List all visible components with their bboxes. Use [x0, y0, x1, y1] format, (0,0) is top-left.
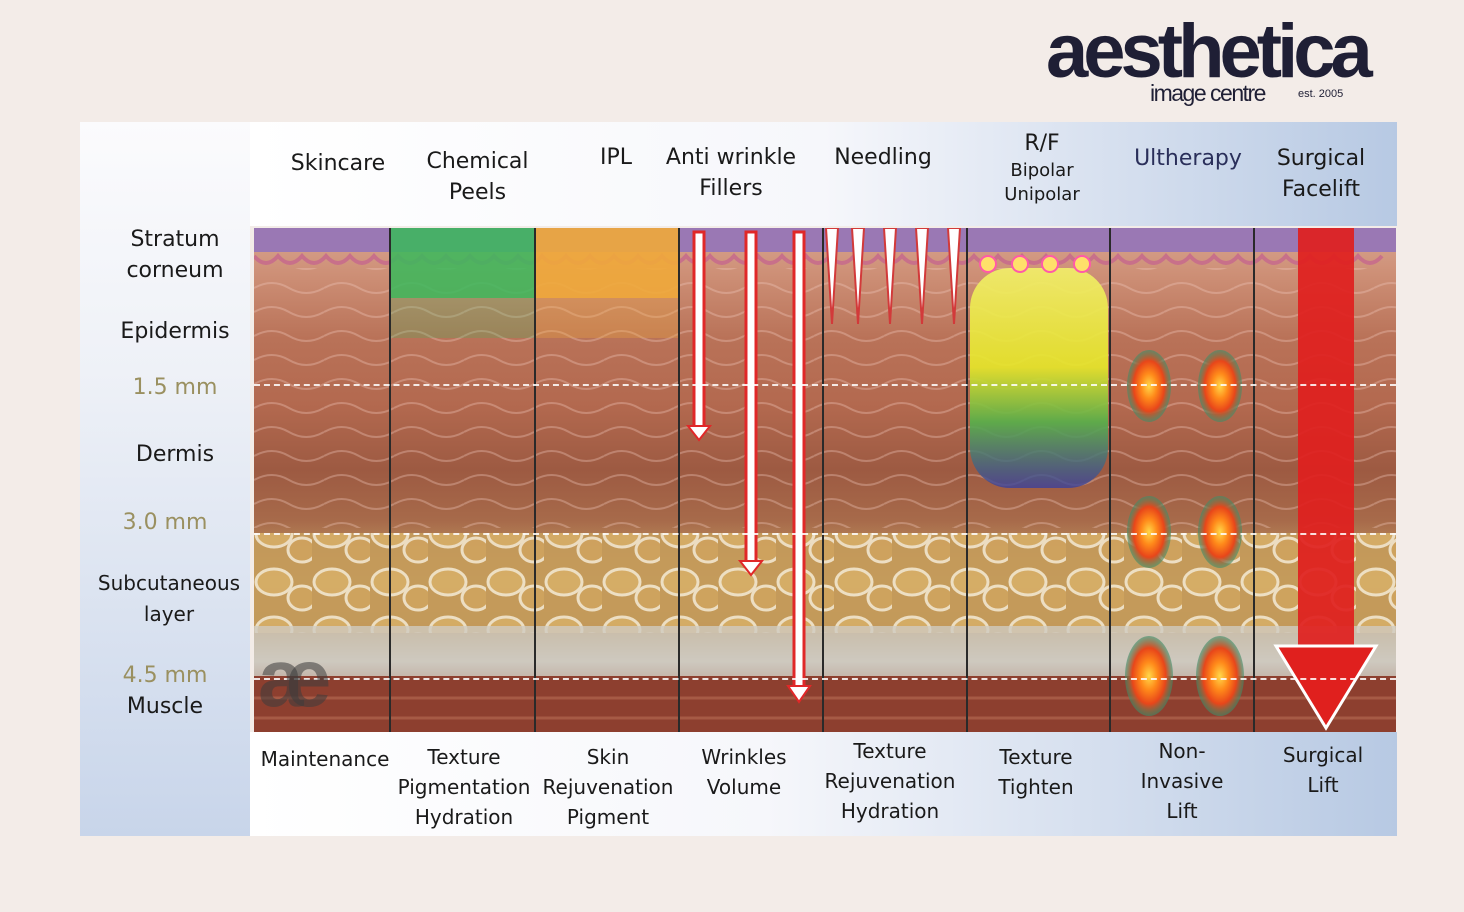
col-head-ultherapy: Ultherapy: [1134, 146, 1242, 171]
col-head-surgical-facelift: Surgical Facelift: [1276, 146, 1366, 202]
skin-illustration: [254, 228, 1396, 732]
depth-line-1-5mm: [254, 384, 1396, 386]
col-head-skincare: Skincare: [290, 151, 386, 176]
needling-needles: [824, 228, 962, 325]
layer-label-panel: [80, 122, 250, 836]
depth-1-5mm: 1.5 mm: [132, 375, 218, 400]
logo-est: est. 2005: [1298, 88, 1344, 100]
depth-4-5mm: 4.5 mm: [122, 663, 208, 688]
col-foot-skincare: Maintenance: [260, 747, 390, 771]
ae-watermark: ae: [258, 633, 331, 724]
col-foot-ultherapy: Non-Invasive Lift: [1140, 739, 1224, 823]
depth-line-4-5mm: [254, 678, 1396, 680]
aesthetica-logo: aesthetica image centre est. 2005: [1040, 14, 1400, 110]
skin-cross-section: [254, 228, 1396, 732]
col-head-rf: R/F Bipolar Unipolar: [982, 128, 1102, 207]
depth-line-3-0mm: [254, 533, 1396, 535]
layer-subcutaneous: Subcutaneous layer: [97, 571, 241, 626]
col-foot-chemical-peels: Texture Pigmentation Hydration: [397, 745, 531, 829]
peel-depth-band: [390, 228, 534, 298]
treatment-outcome-panel: [250, 732, 1397, 836]
layer-muscle: Muscle: [126, 694, 204, 719]
treatment-header-panel: [250, 122, 1397, 226]
ultherapy-focal-points: [1125, 350, 1244, 716]
col-head-anti-wrinkle: Anti wrinkle Fillers: [665, 145, 797, 201]
layer-stratum-corneum: Stratum corneum: [126, 227, 224, 283]
rf-heat-zone: [970, 268, 1108, 488]
layer-dermis: Dermis: [135, 442, 215, 467]
logo-wordmark: aesthetica: [1046, 9, 1373, 94]
col-head-needling: Needling: [834, 145, 932, 170]
ipl-depth-band: [536, 228, 678, 298]
col-head-ipl: IPL: [599, 145, 632, 170]
layer-epidermis: Epidermis: [120, 319, 230, 344]
col-head-rf-title: R/F: [1024, 131, 1060, 156]
col-foot-needling: Texture Rejuvenation Hydration: [824, 739, 956, 823]
col-foot-surgical: Surgical Lift: [1282, 743, 1364, 797]
col-head-chemical-peels: Chemical Peels: [426, 149, 529, 205]
logo-subtitle: image centre: [1150, 80, 1266, 106]
col-foot-anti-wrinkle: Wrinkles Volume: [701, 745, 787, 799]
col-head-rf-sub: Bipolar Unipolar: [1004, 160, 1080, 205]
rf-electrodes: [979, 255, 1091, 273]
column-dividers: [389, 228, 1255, 732]
col-foot-ipl: Skin Rejuvenation Pigment: [542, 745, 674, 829]
col-foot-rf: Texture Tighten: [998, 745, 1074, 799]
depth-3-0mm: 3.0 mm: [122, 510, 208, 535]
surgical-arrow: [1273, 228, 1379, 731]
